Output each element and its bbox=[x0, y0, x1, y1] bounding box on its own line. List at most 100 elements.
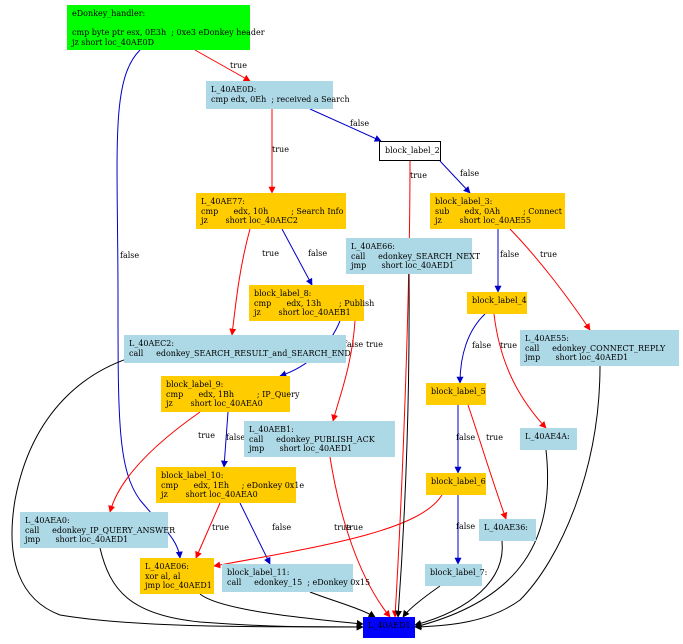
edge-label-false: false bbox=[226, 433, 245, 442]
edge-true bbox=[108, 411, 201, 513]
node-line: call edonkey_IP_QUERY_ANSWER bbox=[25, 525, 176, 535]
node-line: cmp edx, 13h ; Publish bbox=[254, 298, 375, 308]
node-line: jmp loc_40AED1 bbox=[145, 581, 212, 590]
node-line: block_label_5 bbox=[431, 387, 486, 396]
node-l-40ae4a[interactable]: L_40AE4A: bbox=[520, 428, 577, 450]
node-block-label-6[interactable]: block_label_6 bbox=[426, 473, 486, 495]
node-line: jmp short loc_40AED1 bbox=[525, 353, 629, 362]
node-l-40aed1[interactable]: L_40AED1: bbox=[363, 617, 415, 638]
edge-label-true: true bbox=[212, 523, 229, 532]
node-line: cmp edx, 10h ; Search Info bbox=[201, 206, 344, 216]
node-line: L_40AE06: bbox=[145, 562, 189, 571]
edge-label-true: true bbox=[230, 61, 247, 70]
edge-uncond bbox=[414, 540, 503, 627]
edge-true bbox=[213, 494, 443, 569]
edge-label-true: true bbox=[366, 340, 383, 349]
edge-label-true: true bbox=[500, 341, 517, 350]
edge-false bbox=[281, 228, 313, 286]
node-line: L_40AE0D: bbox=[211, 85, 257, 94]
node-line: L_40AE77: bbox=[201, 197, 266, 206]
node-block-label-11[interactable]: block_label_11:call edonkey_15 ; eDonkey… bbox=[222, 564, 371, 592]
node-l-40ae36[interactable]: L_40AE36: bbox=[479, 519, 536, 541]
edge-uncond bbox=[414, 365, 601, 631]
node-line: block_label_2 bbox=[385, 146, 440, 155]
node-line: call edonkey_PUBLISH_ACK bbox=[249, 434, 375, 444]
node-line: block_label_10: bbox=[161, 471, 224, 480]
node-line: jz short loc_40AE0D bbox=[72, 37, 155, 47]
node-line: L_40AE66: bbox=[351, 242, 395, 251]
edge-label-false: false bbox=[308, 249, 327, 258]
node-block-label-4[interactable]: block_label_4 bbox=[467, 292, 527, 314]
node-line: xor al, al bbox=[145, 571, 181, 581]
edge-true bbox=[391, 160, 411, 618]
node-line: block_label_6 bbox=[431, 477, 486, 486]
edge-uncond bbox=[309, 591, 376, 618]
node-line: L_40AE55: bbox=[525, 334, 569, 343]
edge-uncond bbox=[414, 449, 549, 629]
node-line: L_40AED1: bbox=[368, 621, 414, 630]
edge-uncond bbox=[394, 273, 410, 618]
edge-true bbox=[509, 228, 591, 331]
edge-true bbox=[467, 404, 508, 520]
edge-false bbox=[220, 411, 229, 468]
edge-label-false: false bbox=[120, 251, 139, 260]
edge-uncond bbox=[11, 348, 364, 631]
edge-label-false: false bbox=[456, 522, 475, 531]
edge-label-false: false bbox=[460, 169, 479, 178]
node-line: call edonkey_CONNECT_REPLY bbox=[525, 343, 666, 353]
edge-uncond bbox=[199, 593, 364, 627]
edge-label-true: true bbox=[334, 523, 351, 532]
node-line: block_label_7: bbox=[430, 568, 488, 577]
node-l-40aec2[interactable]: L_40AEC2:call edonkey_SEARCH_RESULT_and_… bbox=[124, 335, 351, 363]
edge-true bbox=[229, 228, 251, 336]
edge-label-true: true bbox=[272, 145, 289, 154]
node-line: L_40AE36: bbox=[484, 523, 528, 532]
node-block-label-5[interactable]: block_label_5 bbox=[426, 383, 486, 405]
node-line: call edonkey_15 ; eDonkey 0x15 bbox=[227, 577, 371, 587]
node-l-40ae0d[interactable]: L_40AE0D:cmp edx, 0Eh ; received a Searc… bbox=[206, 81, 350, 109]
edge-false bbox=[456, 313, 486, 384]
node-line: jz short loc_40AE55 bbox=[435, 216, 531, 225]
node-line: jmp short loc_40AED1 bbox=[249, 444, 353, 453]
edge-label-true: true bbox=[540, 250, 557, 259]
node-line: call edonkey_SEARCH_RESULT_and_SEARCH_EN… bbox=[129, 348, 351, 358]
edge-label-false: false bbox=[350, 119, 369, 128]
edge-true bbox=[329, 456, 391, 618]
edge-false bbox=[309, 108, 382, 142]
node-line: L_40AEA0: bbox=[25, 516, 70, 525]
node-line: eDonkey_handler: bbox=[72, 9, 146, 18]
node-block-label-7[interactable]: block_label_7: bbox=[425, 564, 488, 586]
node-line bbox=[72, 19, 245, 29]
node-line: sub edx, 0Ah ; Connect bbox=[435, 206, 562, 216]
edge-label-true: true bbox=[262, 249, 279, 258]
edge-uncond bbox=[402, 585, 441, 618]
edge-label-true: true bbox=[410, 171, 427, 180]
node-block-label-10[interactable]: block_label_10:cmp edx, 1Eh ; eDonkey 0x… bbox=[156, 467, 304, 503]
edge-true bbox=[194, 49, 251, 82]
edge-label-false: false bbox=[344, 340, 363, 349]
node-block-label-2[interactable]: block_label_2 bbox=[379, 141, 441, 161]
node-line: L_40AE4A: bbox=[525, 432, 570, 441]
edge-label-false: false bbox=[272, 523, 291, 532]
node-line: block_label_8: bbox=[254, 289, 312, 298]
edge-label-true: true bbox=[486, 433, 503, 442]
edge-label-false: false bbox=[500, 250, 519, 259]
edge-label-true: true bbox=[346, 523, 363, 532]
edge-false bbox=[439, 160, 471, 194]
node-line: block_label_9: bbox=[166, 380, 224, 389]
edge-uncond bbox=[99, 547, 364, 631]
edge-label-false: false bbox=[472, 341, 491, 350]
node-line: cmp edx, 1Bh ; IP_Query bbox=[166, 389, 300, 399]
edge-true bbox=[195, 502, 221, 559]
node-edonkey-handler[interactable]: eDonkey_handler: cmp byte ptr esx, 0E3h … bbox=[67, 5, 265, 50]
